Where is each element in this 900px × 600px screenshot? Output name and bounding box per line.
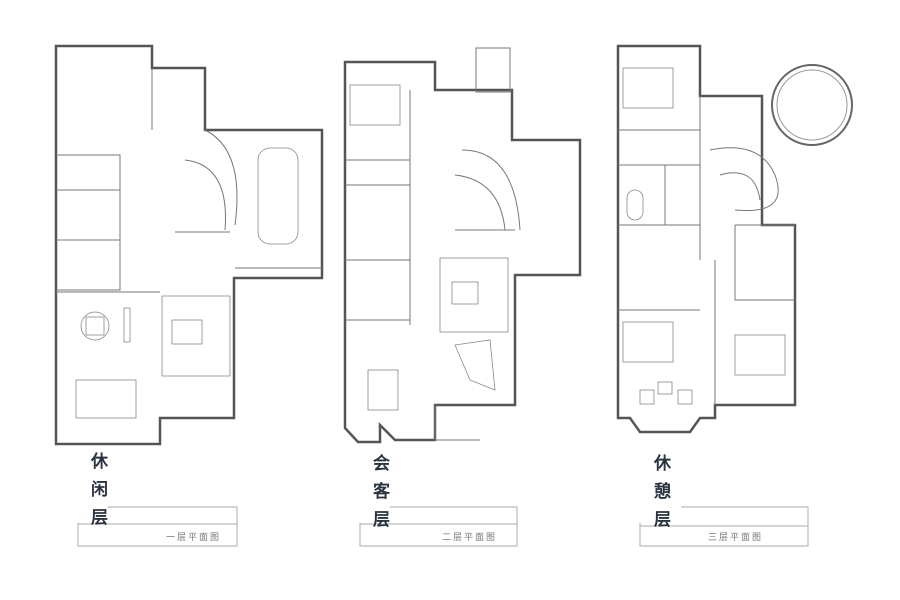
floor-3-title: 休憩层 [650, 454, 670, 538]
caption-frames [77, 506, 809, 547]
floor-3-caption: 三层平面图 [708, 533, 764, 543]
floor-plan-3 [616, 44, 797, 434]
floor-plan-1 [54, 44, 324, 446]
floor-plan-2 [343, 47, 582, 444]
floor-1-title: 休闲层 [87, 452, 107, 536]
floor-1-caption: 一层平面图 [166, 533, 222, 543]
round-terrace [771, 64, 853, 146]
floor-2-title: 会客层 [369, 454, 389, 538]
floor-2-caption: 二层平面图 [442, 533, 498, 543]
